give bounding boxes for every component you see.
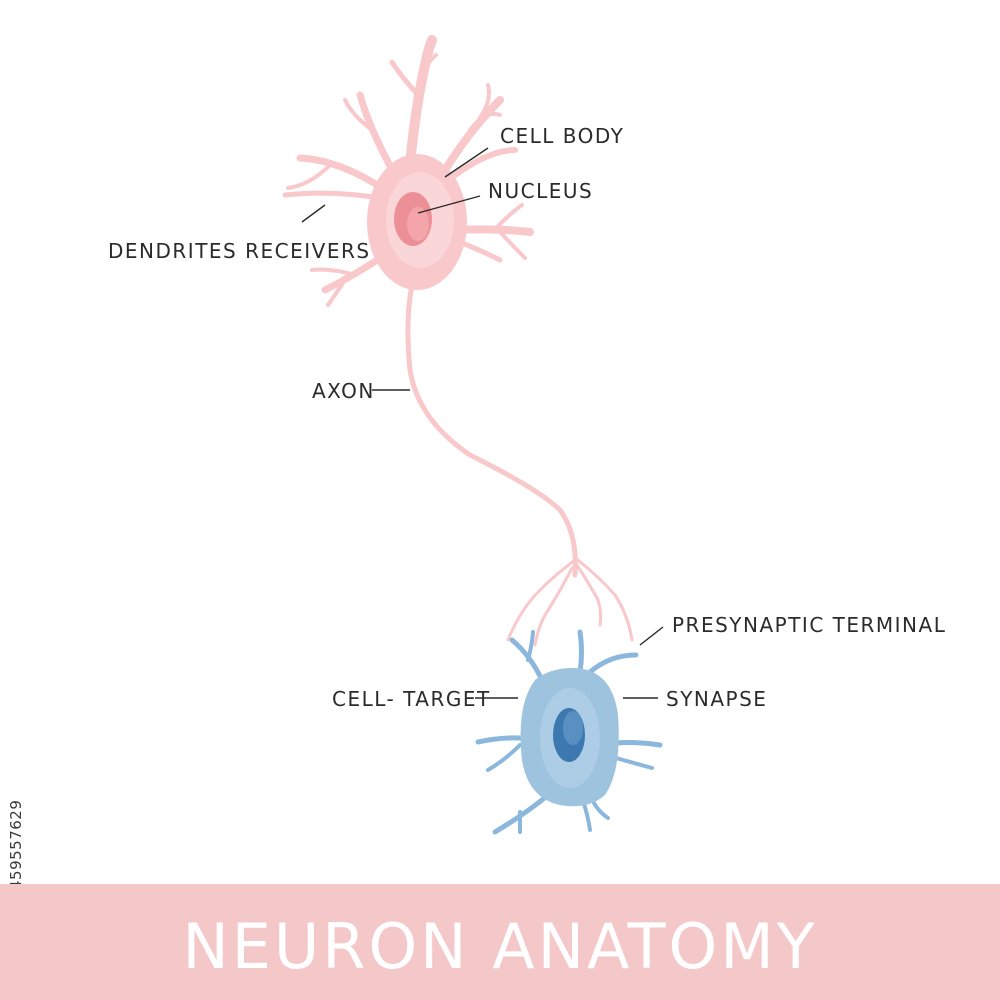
leader-presynaptic-terminal <box>640 627 663 645</box>
nucleus-highlight <box>407 207 429 241</box>
label-dendrites: DENDRITES RECEIVERS <box>108 239 371 263</box>
label-cell-body: CELL BODY <box>500 124 624 148</box>
axon-terminals <box>508 560 632 645</box>
axon <box>408 285 576 575</box>
label-nucleus: NUCLEUS <box>488 179 593 203</box>
label-axon-group: AXON <box>312 379 410 403</box>
label-synapse-group: SYNAPSE <box>623 687 767 711</box>
label-dendrites-group: DENDRITES RECEIVERS <box>108 205 371 263</box>
target-cell <box>478 632 660 832</box>
image-id-label: 459557629 <box>7 760 29 890</box>
label-presynaptic-terminal: PRESYNAPTIC TERMINAL <box>672 613 946 637</box>
label-axon: AXON <box>312 379 375 403</box>
label-presynaptic-terminal-group: PRESYNAPTIC TERMINAL <box>640 613 946 645</box>
label-synapse: SYNAPSE <box>666 687 767 711</box>
leader-dendrites <box>302 205 325 222</box>
label-cell-target: CELL- TARGET <box>332 687 491 711</box>
banner-title: NEURON ANATOMY <box>182 910 817 983</box>
target-nucleus-highlight <box>563 711 583 745</box>
title-banner: NEURON ANATOMY <box>0 884 1000 1000</box>
label-cell-target-group: CELL- TARGET <box>332 687 518 711</box>
